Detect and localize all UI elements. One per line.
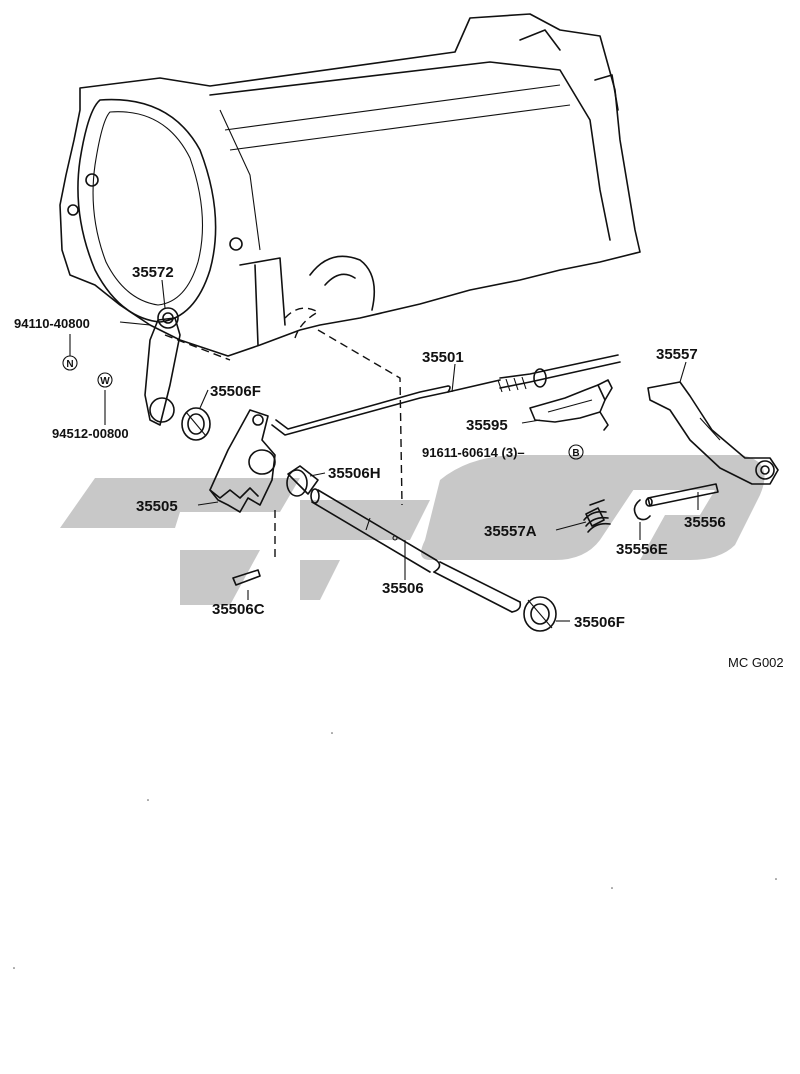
label-35505: 35505 (136, 498, 178, 515)
label-35501: 35501 (422, 349, 464, 366)
speck (147, 799, 149, 801)
marker-n-icon: N (62, 355, 78, 371)
mount-bracket (144, 307, 181, 426)
svg-text:B: B (572, 448, 579, 459)
speck (331, 732, 333, 734)
label-91611-60614: 91611-60614 (3)– (422, 445, 525, 460)
svg-text:N: N (66, 359, 73, 370)
label-35557: 35557 (656, 346, 698, 363)
detent-plate (209, 409, 276, 513)
label-35506: 35506 (382, 580, 424, 597)
figure-code: MC G002 (728, 655, 784, 670)
shift-lever (647, 381, 779, 485)
label-94110-40800: 94110-40800 (14, 316, 90, 331)
rod-bracket (529, 379, 613, 431)
leader-lines (69, 279, 699, 622)
spring-pin (232, 569, 261, 586)
watermark-logo (60, 455, 765, 605)
label-35572: 35572 (132, 264, 174, 281)
oil-seal-bottom (523, 596, 557, 632)
oil-seal-top (181, 407, 211, 441)
label-35506F-top: 35506F (210, 383, 261, 400)
lever-pin (645, 483, 719, 507)
dashed-guide (317, 329, 403, 506)
label-35556E: 35556E (616, 541, 668, 558)
label-35506C: 35506C (212, 601, 265, 618)
label-35557A: 35557A (484, 523, 537, 540)
manual-shaft (310, 488, 522, 613)
lever-spring (583, 499, 611, 533)
label-35556: 35556 (684, 514, 726, 531)
label-35506H: 35506H (328, 465, 381, 482)
label-94512-00800: 94512-00800 (52, 426, 129, 441)
control-rod (271, 354, 621, 436)
speck (775, 878, 777, 880)
label-35595: 35595 (466, 417, 508, 434)
speck (611, 887, 613, 889)
marker-b-icon: B (568, 444, 584, 460)
e-clip (633, 499, 651, 521)
label-35506F-bottom: 35506F (574, 614, 625, 631)
speck (13, 967, 15, 969)
dashed-guide (164, 334, 231, 361)
marker-w-icon: W (97, 372, 113, 388)
transmission-case (59, 13, 641, 357)
shaft-sleeve (286, 465, 319, 497)
svg-text:W: W (100, 376, 110, 387)
